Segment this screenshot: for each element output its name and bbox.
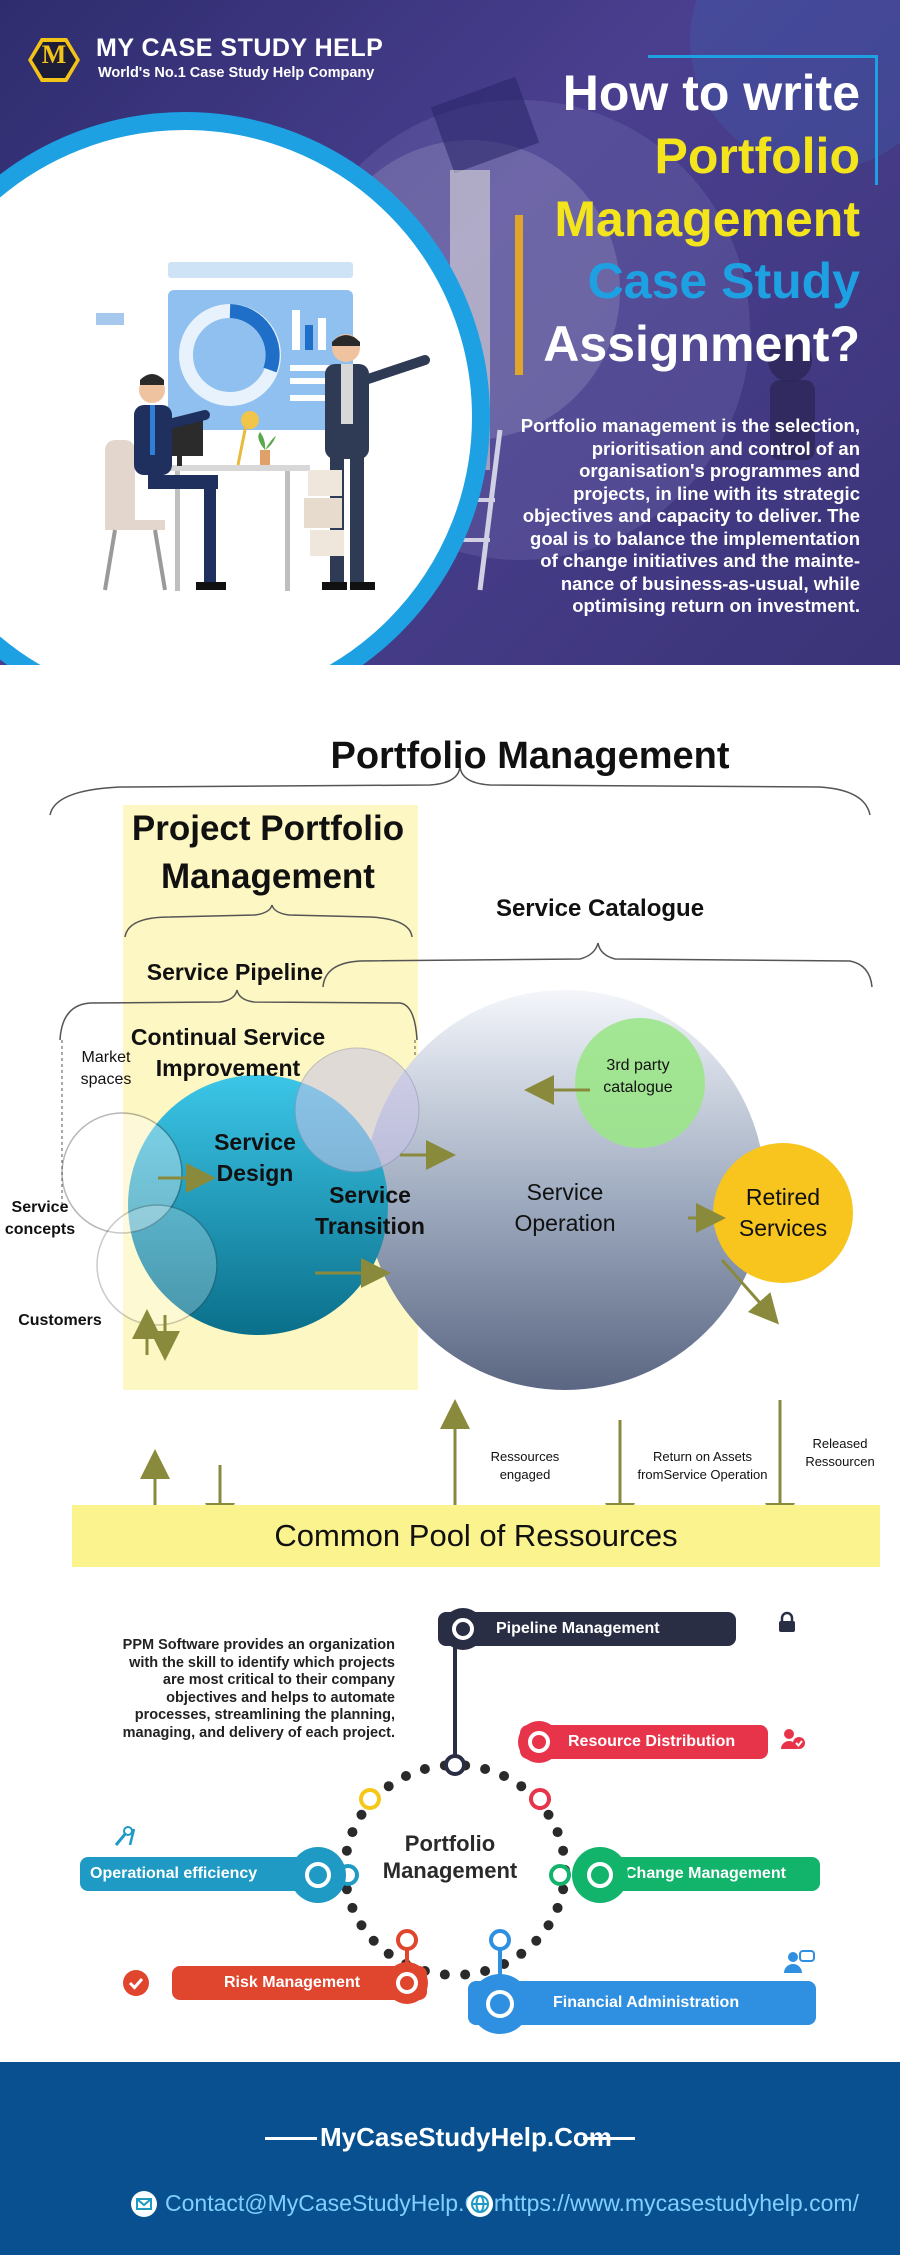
title-accent-line-vertical — [875, 55, 878, 185]
brand-logo-letter: M — [41, 40, 67, 69]
service-catalogue-label: Service Catalogue — [495, 895, 705, 922]
ring-dot — [383, 1948, 394, 1959]
ring-dot — [419, 1764, 430, 1775]
brand-tagline: World's No.1 Case Study Help Company — [98, 65, 375, 81]
ring-dot — [347, 1902, 358, 1913]
title-accent-line — [648, 55, 878, 58]
ppm-center-title: Portfolio Management — [382, 1831, 518, 1883]
resource-distribution-label: Resource Distribution — [568, 1733, 736, 1750]
brand-logo-icon — [28, 38, 80, 82]
financial-administration-label: Financial Administration — [553, 1994, 740, 2011]
third-party-catalogue-label: 3rd party catalogue — [603, 1057, 673, 1096]
user-check-icon — [781, 1729, 805, 1749]
hero-title-line-1: How to write — [562, 65, 860, 121]
ring-dot — [499, 1771, 510, 1782]
footer-divider-left — [265, 2137, 317, 2140]
released-resources-label: Released Ressourcen — [805, 1436, 875, 1469]
diagram-graphics — [49, 764, 880, 1567]
email-icon — [131, 2191, 157, 2217]
ring-dot — [356, 1920, 367, 1931]
service-concepts-label: Service concepts — [4, 1199, 76, 1238]
hero-title-line-3: Management — [554, 191, 860, 247]
service-transition-label: Service Transition — [315, 1182, 425, 1239]
check-circle-icon — [123, 1970, 149, 1996]
ring-dot — [531, 1935, 542, 1946]
ring-dot — [552, 1902, 563, 1913]
footer-email-link[interactable]: Contact@MyCaseStudyHelp.Com — [165, 2190, 514, 2216]
hero-title-line-5: Assignment? — [543, 316, 860, 372]
service-pipeline-label: Service Pipeline — [146, 959, 324, 985]
hero-title-line-2: Portfolio — [654, 128, 860, 184]
pipeline-target-icon — [442, 1608, 484, 1650]
ring-dot — [552, 1827, 563, 1838]
ring-dot — [383, 1781, 394, 1792]
business-meeting-illustration — [96, 262, 430, 591]
operational-efficiency-item: Operational efficiency — [80, 1857, 320, 1891]
footer-website-link[interactable]: https://www.mycasestudyhelp.com/ — [501, 2190, 859, 2216]
ring-dot — [558, 1884, 569, 1895]
service-operation-label: Service Operation — [514, 1179, 616, 1236]
retired-services-label: Retired Services — [738, 1184, 828, 1241]
ring-dot — [543, 1809, 554, 1820]
csi-label: Continual Service Improvement — [130, 1024, 326, 1081]
customers-label: Customers — [18, 1312, 102, 1329]
resources-engaged-label: Ressources engaged — [490, 1449, 560, 1482]
pipeline-management-item: Pipeline Management — [438, 1612, 736, 1646]
common-pool-label: Common Pool of Ressources — [274, 1518, 678, 1553]
brand-name: MY CASE STUDY HELP — [96, 34, 384, 62]
globe-icon — [467, 2191, 493, 2217]
ring-dot — [341, 1845, 352, 1856]
resource-distribution-item: Resource Distribution — [520, 1725, 768, 1759]
ring-dot — [341, 1884, 352, 1895]
ring-dot — [400, 1771, 411, 1782]
hero-title-line-4: Case Study — [587, 253, 860, 309]
service-design-label: Service Design — [214, 1129, 296, 1186]
ring-dot — [356, 1809, 367, 1820]
market-spaces-label: Market spaces — [80, 1049, 132, 1088]
hero-banner: M MY CASE STUDY HELP World's No.1 Case S… — [0, 0, 900, 665]
resource-target-icon — [518, 1721, 560, 1763]
pipeline-management-label: Pipeline Management — [496, 1620, 660, 1637]
change-target-icon — [572, 1847, 628, 1903]
tools-icon — [114, 1826, 136, 1846]
ring-dot — [516, 1781, 527, 1792]
risk-management-label: Risk Management — [224, 1974, 361, 1991]
ring-dot — [460, 1969, 471, 1980]
ring-dot — [439, 1969, 450, 1980]
financial-target-icon — [470, 1974, 530, 2034]
service-lifecycle-diagram: Portfolio Management Project Portfolio M… — [0, 665, 900, 1585]
change-management-label: Change Management — [625, 1865, 786, 1882]
hero-description: Portfolio management is the selection, p… — [520, 415, 860, 616]
risk-management-item: Risk Management — [172, 1966, 427, 2000]
ring-dot — [480, 1965, 491, 1976]
operational-target-icon — [290, 1847, 346, 1903]
ppm-wheel-graphics — [337, 1635, 571, 1980]
footer-site-name: MyCaseStudyHelp.Com — [320, 2122, 612, 2152]
ppm-title: Project Portfolio Management — [131, 809, 405, 896]
footer: MyCaseStudyHelp.Com Contact@MyCaseStudyH… — [0, 2062, 900, 2255]
diagram-title: Portfolio Management — [330, 735, 730, 777]
ring-dot — [347, 1827, 358, 1838]
ring-dot — [543, 1920, 554, 1931]
ring-dot — [368, 1935, 379, 1946]
ppm-intro-text: PPM Software provides an organization wi… — [122, 1637, 395, 1741]
footer-divider-right — [583, 2137, 635, 2140]
lock-icon — [779, 1611, 795, 1632]
ring-dot — [480, 1764, 491, 1775]
user-chat-icon — [784, 1950, 815, 1973]
ring-dot — [516, 1948, 527, 1959]
return-on-assets-label: Return on Assets fromService Operation — [637, 1449, 768, 1482]
ppm-infographic: PPM Software provides an organization wi… — [0, 1585, 900, 2062]
operational-efficiency-label: Operational efficiency — [90, 1865, 258, 1882]
ring-dot — [558, 1845, 569, 1856]
risk-target-icon — [386, 1962, 428, 2004]
